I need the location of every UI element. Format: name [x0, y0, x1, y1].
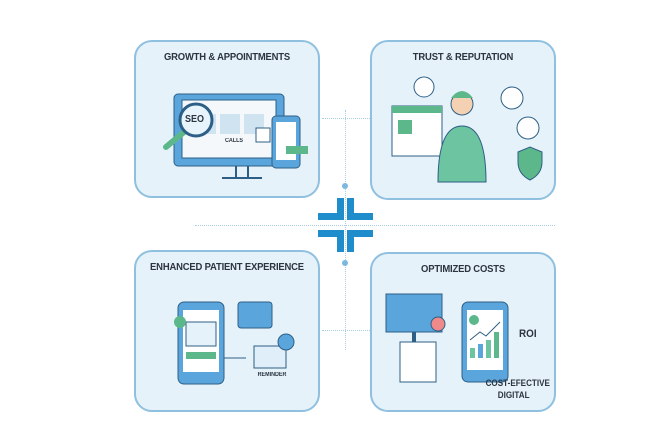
panel-title: GROWTH & APPOINTMENTS: [163, 51, 291, 63]
doctor-reviews-illustration: [391, 76, 543, 183]
billboard-roi-illustration: [385, 293, 509, 383]
phone-calendar-illustration: [174, 301, 295, 385]
roi-label: ROI: [518, 328, 537, 340]
panel-enhanced-patient-experience: ENHANCED PATIENT EXPERIENCE REMINDER: [134, 250, 320, 412]
connector-v: [345, 110, 346, 350]
panel-growth-appointments: GROWTH & APPOINTMENTS SEO CALLS: [134, 40, 320, 198]
panel-title: TRUST & REPUTATION: [412, 51, 514, 63]
panel-title: ENHANCED PATIENT EXPERIENCE: [150, 261, 304, 273]
panel-trust-reputation: TRUST & REPUTATION: [370, 40, 556, 200]
panel-optimized-costs: OPTIMIZED COSTS ROI COST-EFECTIVE DIGITA…: [370, 252, 556, 412]
cost-effective-label: COST-EFECTIVE: [485, 378, 550, 388]
connector-h: [195, 225, 555, 226]
monitor-seo-illustration: [163, 93, 308, 179]
reminder-label: REMINDER: [257, 372, 287, 378]
connector-top: [322, 118, 370, 119]
calls-label: CALLS: [225, 138, 243, 144]
digital-label: DIGITAL: [497, 390, 530, 400]
panel-title: OPTIMIZED COSTS: [421, 263, 505, 275]
connector-bottom: [322, 330, 370, 331]
seo-label: SEO: [185, 114, 205, 125]
